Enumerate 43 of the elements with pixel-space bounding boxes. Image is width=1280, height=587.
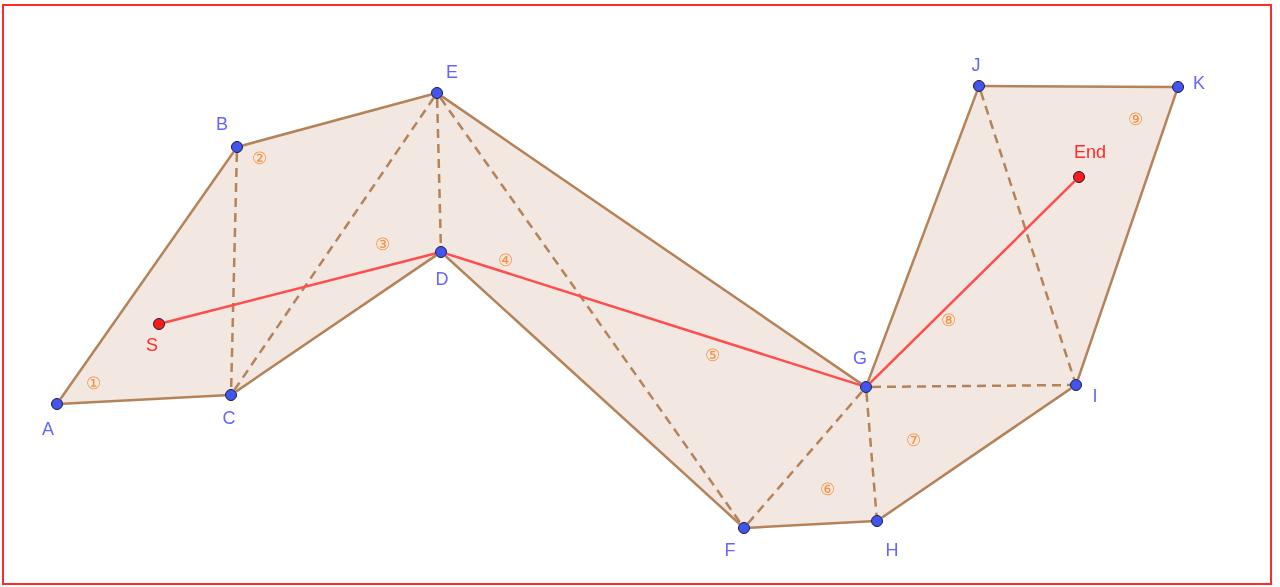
diagonal-line [747, 390, 863, 525]
region-number: ⑥ [819, 480, 835, 498]
point-label: J [971, 56, 981, 74]
point-label: A [42, 420, 54, 438]
diagonal-line [979, 91, 1076, 380]
region-number: ① [85, 374, 101, 392]
region-number: ⑤ [704, 346, 720, 364]
region-number: ② [251, 149, 267, 167]
point-label: F [724, 541, 736, 559]
region-number: ④ [497, 251, 513, 269]
path-segment [164, 252, 436, 324]
region-number: ③ [374, 235, 390, 253]
point-label: H [885, 541, 899, 559]
polygon-side [985, 84, 1172, 89]
path-segment [869, 180, 1076, 384]
point-label: End [1074, 143, 1106, 161]
polygon-side [62, 394, 226, 405]
diagonal-line [229, 152, 239, 390]
polygon-side [866, 91, 979, 382]
point-label: E [446, 63, 458, 81]
point-label: S [146, 336, 158, 354]
polygon-side [59, 151, 235, 400]
diagonal-line [439, 97, 742, 524]
point-label: K [1193, 74, 1205, 92]
path-segment [446, 252, 861, 387]
diagonal-line [233, 97, 435, 391]
region-number: ⑨ [1127, 110, 1143, 128]
polygon-side [1076, 92, 1178, 380]
diagonal-line [865, 392, 878, 516]
polygon-side [881, 387, 1072, 519]
polygon-side [441, 95, 862, 385]
point-label: B [216, 115, 228, 133]
point-label: D [435, 270, 449, 288]
point-label: C [222, 409, 236, 427]
polygon-side [444, 255, 741, 525]
polygon-side [242, 93, 432, 147]
point-label: I [1092, 387, 1098, 405]
point-label: G [853, 349, 867, 367]
region-number: ⑧ [940, 311, 956, 329]
polygon-side [749, 520, 872, 529]
diagonal-line [872, 383, 1070, 389]
polygon-side [235, 254, 437, 393]
region-number: ⑦ [905, 431, 921, 449]
